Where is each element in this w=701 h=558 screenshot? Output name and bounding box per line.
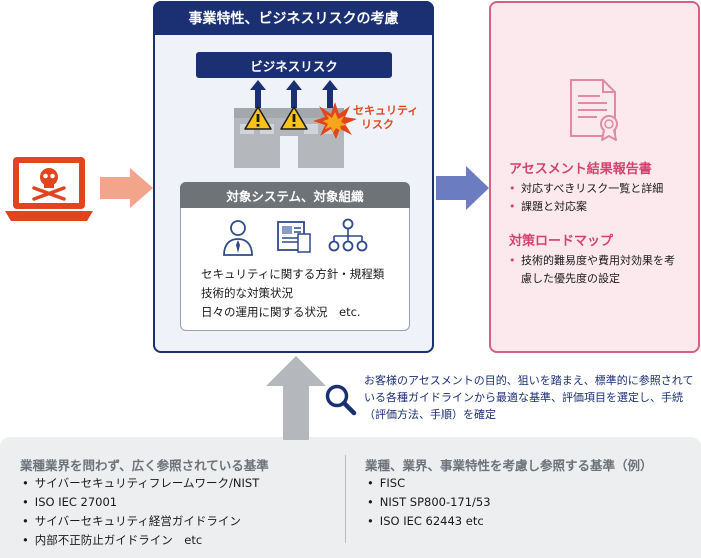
security-risk-line: セキュリティ — [353, 104, 419, 117]
report-items: 対応すべきリスク一覧と詳細 課題と対応案 — [509, 180, 694, 216]
business-context-header: 事業特性、ビジネスリスクの考慮 — [153, 1, 434, 35]
roadmap-items: 技術的難易度や費用対効果を考慮した優先度の設定 — [509, 252, 685, 288]
general-standards-title: 業種業界を問わず、広く参照されている基準 — [20, 458, 269, 473]
roadmap-title: 対策ロードマップ — [509, 234, 614, 249]
threat-arrow — [100, 168, 153, 208]
target-system-header: 対象システム、対象組織 — [180, 182, 410, 208]
laptop-skull-icon — [5, 157, 93, 221]
industry-standards-list: FISC NIST SP800-171/53 ISO IEC 62443 etc — [367, 474, 491, 531]
explosion-icon — [313, 102, 357, 139]
general-standards-list: サイバーセキュリティフレームワーク/NIST ISO IEC 27001 サイバ… — [22, 474, 259, 550]
list-item: ISO IEC 27001 — [22, 493, 259, 512]
industry-standards-title: 業種、業界、事業特性を考慮し参照する基準（例） — [365, 458, 653, 473]
standards-divider — [345, 455, 346, 543]
output-arrow — [436, 166, 489, 210]
person-icon — [223, 220, 253, 256]
security-risk-label: セキュリティ リスク — [353, 104, 433, 132]
security-risk-line: リスク — [361, 118, 394, 131]
magnifier-icon — [325, 384, 357, 416]
list-item: 対応すべきリスク一覧と詳細 — [509, 180, 694, 198]
list-item: 内部不正防止ガイドライン etc — [22, 531, 259, 550]
assessment-output-panel — [489, 1, 700, 353]
warning-icon — [280, 106, 308, 130]
list-item: 技術的難易度や費用対効果を考慮した優先度の設定 — [509, 252, 685, 288]
list-item: 課題と対応案 — [509, 198, 694, 216]
target-item: セキュリティに関する方針・規程類 — [201, 267, 385, 281]
target-item: 日々の運用に関する状況 etc. — [201, 305, 361, 319]
list-item: ISO IEC 62443 etc — [367, 512, 491, 531]
list-item: サイバーセキュリティフレームワーク/NIST — [22, 474, 259, 493]
business-risk-bar: ビジネスリスク — [196, 52, 392, 78]
report-title: アセスメント結果報告書 — [509, 162, 652, 177]
list-item: NIST SP800-171/53 — [367, 493, 491, 512]
target-item: 技術的な対策状況 — [201, 286, 293, 300]
warning-icon — [244, 106, 272, 130]
org-chart-icon — [328, 218, 368, 252]
selection-note: お客様のアセスメントの目的、狙いを踏まえ、標準的に参照されている各種ガイドライン… — [364, 374, 694, 421]
list-item: サイバーセキュリティ経営ガイドライン — [22, 512, 259, 531]
document-icon — [277, 221, 311, 253]
certificate-icon — [570, 79, 618, 141]
list-item: FISC — [367, 474, 491, 493]
input-up-arrow — [266, 356, 326, 440]
